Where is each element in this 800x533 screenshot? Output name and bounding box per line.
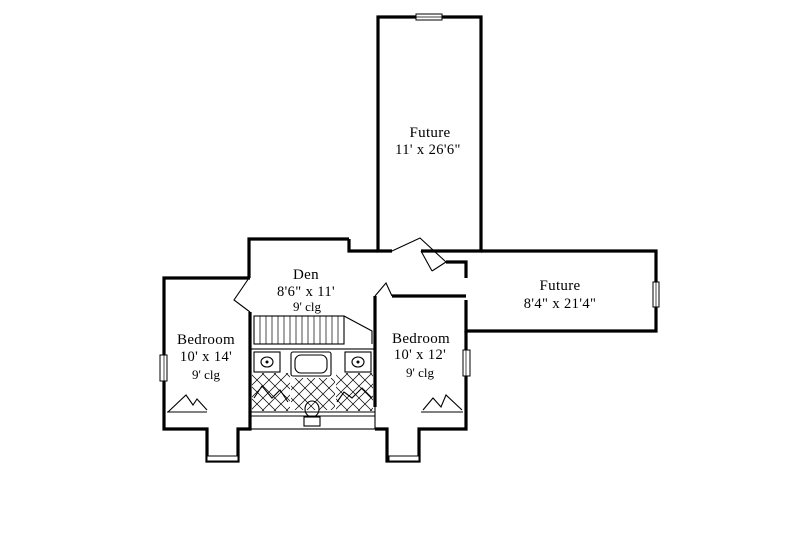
bedroom-left-ceiling: 9' clg [192, 367, 220, 382]
future-top-room [376, 13, 483, 253]
bedroom-left-room [159, 276, 252, 463]
stairs [253, 315, 373, 345]
den-ceiling: 9' clg [293, 299, 321, 314]
bedroom-right-name: Bedroom [392, 331, 450, 347]
window-left [159, 354, 168, 382]
door-swing-future [391, 237, 447, 272]
bathtub [290, 351, 332, 377]
sink-right [344, 351, 372, 373]
bedroom-right-ceiling: 9' clg [406, 365, 434, 380]
bedroom-right-room [375, 331, 471, 463]
sink-left [253, 351, 281, 373]
future-top-dims: 11' x 26'6" [395, 142, 461, 158]
window-right-bedroom [462, 349, 471, 377]
future-top-name: Future [410, 125, 451, 141]
bedroom-left-dims: 10' x 14' [180, 349, 232, 365]
den-dims: 8'6" x 11' [277, 284, 335, 300]
bedroom-left-name: Bedroom [177, 332, 235, 348]
tile-pattern [291, 378, 335, 410]
future-right-room [446, 249, 660, 333]
future-right-name: Future [540, 278, 581, 294]
den-name: Den [293, 267, 319, 283]
bathroom [249, 348, 376, 430]
tile-pattern [336, 373, 373, 411]
den-room [233, 237, 466, 407]
future-right-dims: 8'4" x 21'4" [524, 296, 597, 312]
bedroom-right-dims: 10' x 12' [394, 347, 446, 363]
tile-pattern [252, 373, 290, 411]
toilet [303, 400, 321, 427]
